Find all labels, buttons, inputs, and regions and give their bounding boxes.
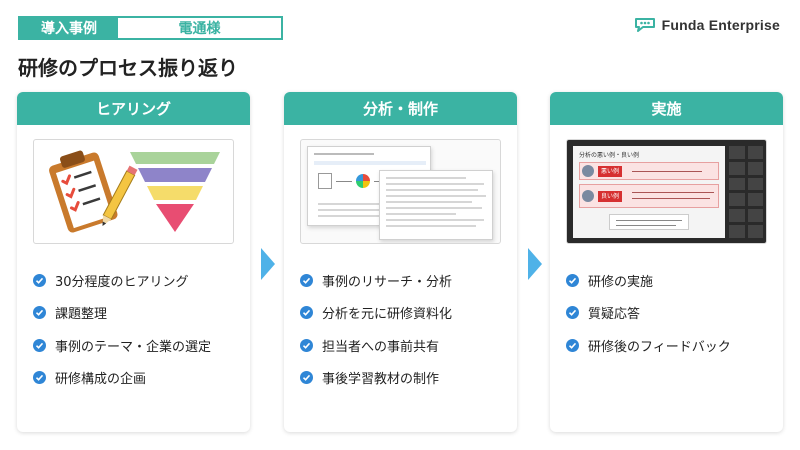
funnel-icon: [130, 152, 220, 232]
card-hearing: ヒアリング: [17, 92, 250, 432]
tag-client: 電通様: [178, 21, 221, 37]
list-item: 事例のリサーチ・分析: [300, 270, 452, 290]
page-title: 研修のプロセス振り返り: [18, 56, 238, 80]
list-item: 30分程度のヒアリング: [33, 270, 211, 290]
card-title: 実施: [550, 92, 783, 125]
avatar-icon: [582, 190, 594, 202]
funda-logo-icon: [634, 18, 655, 32]
avatar-icon: [582, 165, 594, 177]
check-icon: [33, 306, 46, 319]
list-item: 質疑応答: [566, 303, 731, 323]
bad-example-row: 悪い例: [579, 162, 719, 180]
check-icon: [300, 338, 313, 352]
good-example-row: 良い例: [579, 184, 719, 208]
card-item-list: 研修の実施 質疑応答 研修後のフィードバック: [566, 270, 731, 368]
clipboard-funnel-illustration: [33, 139, 234, 244]
slide-title: 分析の悪い例・良い例: [579, 152, 640, 159]
arrow-right-icon: [528, 248, 542, 280]
list-item: 研修構成の企画: [33, 368, 211, 388]
check-icon: [566, 306, 579, 319]
card-item-list: 事例のリサーチ・分析 分析を元に研修資料化 担当者への事前共有 事後学習教材の制…: [300, 270, 452, 400]
card-title: 分析・制作: [284, 92, 517, 125]
brand-logo-group: Funda Enterprise: [634, 16, 780, 34]
ai-logo-icon: [356, 174, 370, 188]
document-page: [379, 170, 493, 240]
brand-name: Funda Enterprise: [661, 17, 780, 33]
list-item: 分析を元に研修資料化: [300, 303, 452, 323]
list-item-text: 研修の実施: [588, 274, 654, 290]
check-icon: [33, 338, 46, 352]
bad-label: 悪い例: [598, 166, 623, 177]
list-item-text: 事例のリサーチ・分析: [322, 274, 453, 290]
list-item-text: 担当者への事前共有: [322, 339, 440, 355]
list-item: 研修の実施: [566, 270, 731, 290]
arrow-right-icon: [261, 248, 275, 280]
check-icon: [33, 371, 46, 384]
card-title: ヒアリング: [17, 92, 250, 125]
list-item-text: 課題整理: [55, 307, 108, 322]
clipboard-icon: [49, 150, 138, 233]
card-implementation: 実施 分析の悪い例・良い例 悪い例 良い例: [550, 92, 783, 432]
good-label: 良い例: [598, 191, 623, 202]
card-item-list: 30分程度のヒアリング 課題整理 事例のテーマ・企業の選定 研修構成の企画: [33, 270, 211, 400]
list-item: 事後学習教材の制作: [300, 368, 452, 388]
list-item: 事例のテーマ・企業の選定: [33, 335, 211, 355]
list-item-text: 事後学習教材の制作: [322, 372, 440, 387]
list-item-text: 研修構成の企画: [55, 372, 147, 387]
check-icon: [566, 273, 579, 287]
check-icon: [566, 338, 579, 352]
slide-screen: 分析の悪い例・良い例 悪い例 良い例: [573, 146, 725, 238]
list-item: 研修後のフィードバック: [566, 335, 731, 355]
case-study-tag: 導入事例 電通様: [18, 16, 283, 40]
list-item: 課題整理: [33, 303, 211, 323]
analysis-document-screenshots: [300, 139, 501, 244]
list-item-text: 分析を元に研修資料化: [322, 307, 453, 322]
check-icon: [300, 273, 313, 287]
list-item-text: 事例のテーマ・企業の選定: [55, 339, 212, 355]
list-item-text: 質疑応答: [588, 307, 641, 322]
training-screen-photo: 分析の悪い例・良い例 悪い例 良い例: [566, 139, 767, 244]
file-icon: [318, 173, 332, 189]
list-item: 担当者への事前共有: [300, 335, 452, 355]
check-icon: [300, 371, 313, 384]
card-analysis: 分析・制作 事例のリサーチ・分析 分析を元に研修資料化: [284, 92, 517, 432]
tag-label: 導入事例: [20, 18, 118, 38]
slide-caption-box: [609, 214, 689, 230]
check-icon: [300, 306, 313, 319]
list-item-text: 30分程度のヒアリング: [55, 274, 189, 290]
check-icon: [33, 273, 46, 287]
participant-grid: [729, 146, 763, 238]
list-item-text: 研修後のフィードバック: [588, 339, 731, 355]
